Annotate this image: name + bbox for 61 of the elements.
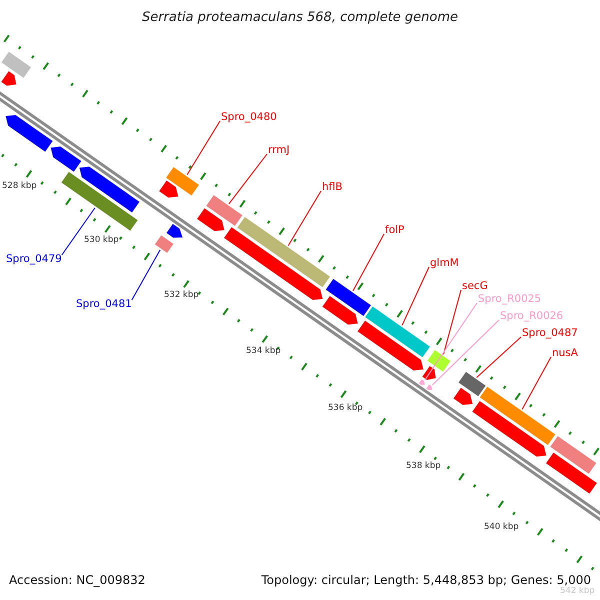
genome-summary-text: Topology: circular; Length: 5,448,853 bp; Genes: 5,000 [261,573,591,587]
gene-feature [0,50,32,80]
gene-feature [50,146,83,174]
gene-feature [222,226,324,302]
scale-label: 536 kbp [328,403,363,413]
title: Serratia proteamaculans 568, complete genome [140,10,460,25]
gene-feature [196,206,226,232]
leader-line [476,336,522,378]
scale-label: 530 kbp [84,235,119,245]
leader-line [424,302,478,380]
gene-feature [236,216,332,289]
gene-feature [544,451,598,496]
leader-line [186,120,220,176]
gene-feature [60,170,140,232]
leader-line [228,154,268,204]
leader-line [443,290,462,355]
gene-feature [320,294,360,326]
leader-line [522,356,552,410]
gene-feature [420,364,437,382]
scale-label: 538 kbp [406,461,441,471]
gene-label: secG [462,280,488,292]
gene-label: Spro_0480 [221,111,277,123]
gene-label: Spro_0479 [6,253,62,265]
leader-line [61,207,96,256]
leader-line [352,234,384,292]
gene-feature [153,234,175,254]
gene-label: glmM [430,257,459,269]
gene-label: Spro_R0025 [478,293,542,305]
gene-feature [452,386,474,406]
gene-feature [548,434,598,476]
gene-label: nusA [552,347,578,359]
gene-feature [478,385,557,446]
gene-label: hflB [322,181,342,193]
scale-label: 528 kbp [2,181,37,191]
gene-feature [426,348,452,373]
gene-feature [204,194,244,228]
leader-line [131,249,161,300]
gene-label: Spro_0487 [522,327,578,339]
gene-label: folP [385,224,404,236]
leader-line [288,190,322,246]
gene-label: rrmJ [268,144,290,156]
gene-label: Spro_0481 [76,298,132,310]
scale-label: 540 kbp [484,522,519,532]
accession-text: Accession: NC_009832 [9,573,146,587]
leader-line [432,320,500,386]
gene-feature [165,222,184,239]
gene-feature [356,319,425,372]
gene-feature [470,400,548,458]
gene-feature [164,166,200,197]
gene-feature [457,370,488,398]
gene-feature [364,305,432,359]
scale-label: 534 kbp [246,346,281,356]
gene-feature [0,70,18,87]
leader-line [402,266,430,326]
scale-label: 532 kbp [164,290,199,300]
gene-feature [417,378,426,386]
gene-feature [324,278,372,318]
gene-label: Spro_R0026 [500,310,564,322]
gene-feature [78,166,141,214]
gene-feature [158,179,180,199]
gene-feature [4,114,54,154]
